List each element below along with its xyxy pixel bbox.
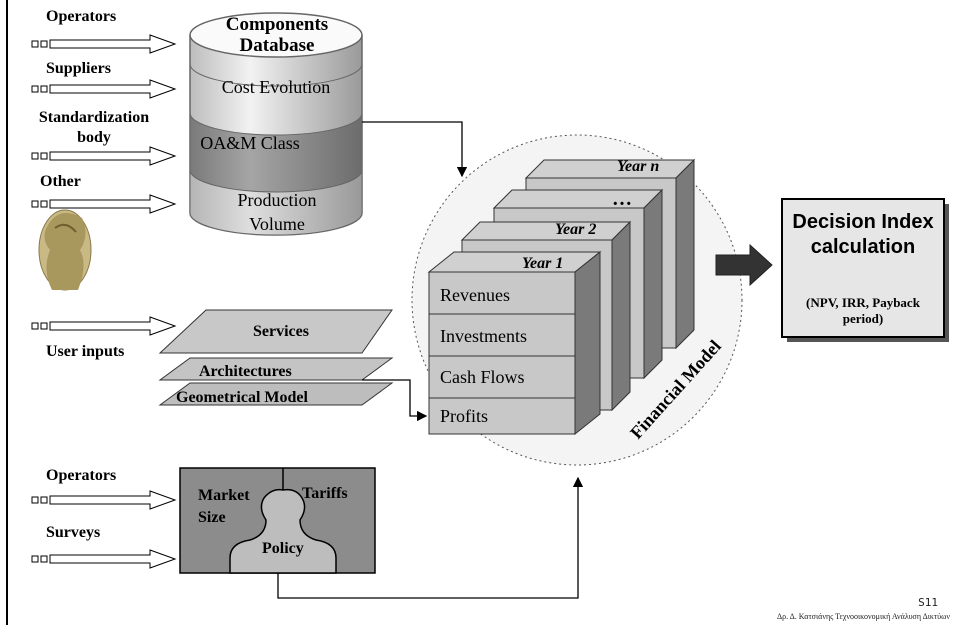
athena-emblem-icon	[38, 209, 92, 291]
input-arrows	[31, 34, 177, 569]
row-investments: Investments	[440, 326, 527, 346]
arrow-operators-bottom	[31, 490, 177, 510]
plane-label-geometrical: Geometrical Model	[176, 389, 308, 406]
label-standardization: Standardization body	[38, 109, 150, 146]
year-dots-label: …	[612, 188, 632, 210]
year-2-label: Year 2	[555, 221, 597, 238]
label-other: Other	[40, 173, 81, 190]
database-layer-oam: OA&M Class	[200, 133, 300, 153]
decision-title: Decision Index calculation	[792, 211, 934, 258]
label-suppliers: Suppliers	[46, 60, 111, 77]
plane-geometrical	[158, 382, 394, 406]
components-database	[189, 12, 363, 236]
year-1-label: Year 1	[522, 255, 564, 272]
arrow-operators-top	[31, 34, 177, 54]
decision-subtitle: (NPV, IRR, Payback period)	[806, 295, 920, 326]
plane-label-architectures: Architectures	[199, 363, 292, 380]
label-surveys: Surveys	[46, 524, 101, 541]
database-title: Components Database	[225, 14, 329, 56]
market-box	[179, 467, 376, 574]
arrow-suppliers	[31, 79, 177, 99]
market-size-label: Market Size	[198, 487, 250, 526]
label-operators-bottom: Operators	[46, 467, 117, 484]
row-revenues: Revenues	[440, 285, 510, 305]
label-operators-top: Operators	[46, 8, 117, 25]
label-user-inputs: User inputs	[46, 343, 125, 360]
market-to-model-arrow	[277, 476, 584, 599]
plane-label-services: Services	[253, 323, 309, 340]
planes-to-model-arrow	[362, 379, 428, 422]
year-n-label: Year n	[617, 158, 660, 175]
policy-person-icon	[229, 488, 337, 574]
database-layer-production: Production Volume	[237, 190, 317, 234]
decision-box	[781, 198, 945, 338]
policy-label: Policy	[262, 540, 304, 557]
arrow-other	[31, 194, 177, 214]
planes-stack	[158, 309, 394, 406]
plane-services	[158, 309, 393, 354]
to-decision-arrow	[715, 243, 773, 287]
database-layer-cost: Cost Evolution	[221, 77, 331, 97]
footer-author: Δρ. Δ. Κατσιάνης Τεχνοοικονομική Ανάλυση…	[776, 612, 950, 621]
tariffs-label: Tariffs	[302, 485, 348, 502]
row-profits: Profits	[440, 406, 489, 426]
arrow-user-inputs	[31, 316, 177, 336]
year-block-1	[427, 250, 602, 436]
year-blocks	[427, 158, 696, 436]
arrow-standardization	[31, 146, 177, 166]
row-cash-flows: Cash Flows	[440, 367, 525, 387]
plane-architectures	[158, 357, 394, 381]
db-to-model-arrow	[362, 121, 468, 178]
slide-number: S11	[918, 596, 938, 609]
arrow-surveys	[31, 549, 177, 569]
